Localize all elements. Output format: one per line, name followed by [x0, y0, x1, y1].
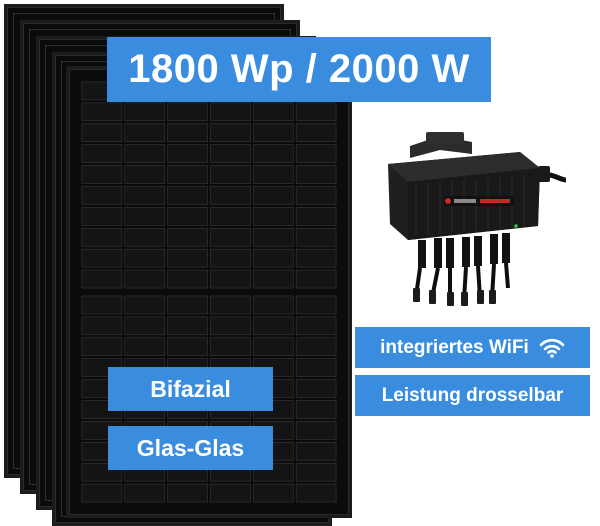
solar-cell [167, 186, 208, 205]
solar-cell [167, 316, 208, 336]
solar-cell [81, 123, 123, 143]
solar-cell [124, 248, 165, 268]
solar-cell [81, 316, 123, 336]
solar-cell [295, 462, 337, 482]
micro-inverter [380, 128, 580, 308]
solar-cell [253, 269, 294, 289]
solar-cell [81, 207, 123, 226]
solar-cell [124, 144, 165, 163]
glas-glas-label: Glas-Glas [136, 434, 245, 461]
solar-cell [167, 207, 208, 226]
solar-cell [295, 421, 337, 440]
solar-cell [124, 483, 165, 503]
solar-cell [295, 295, 337, 315]
solar-cell [81, 144, 123, 163]
solar-cell [295, 165, 337, 184]
solar-cell [295, 207, 337, 226]
solar-cell [295, 337, 337, 356]
solar-cell [167, 269, 208, 289]
solar-cell [295, 144, 337, 163]
bifazial-badge: Bifazial [108, 367, 273, 411]
solar-cell [124, 316, 165, 336]
solar-cell [253, 165, 294, 184]
solar-cell [124, 165, 165, 184]
solar-cell [167, 248, 208, 268]
solar-cell [81, 295, 123, 315]
solar-cell [253, 483, 294, 503]
solar-cell [167, 337, 208, 356]
solar-cell [210, 207, 251, 226]
solar-cell [167, 165, 208, 184]
solar-cell [124, 186, 165, 205]
solar-cell [253, 207, 294, 226]
solar-cell [124, 207, 165, 226]
solar-cell [81, 269, 123, 289]
solar-cell [81, 228, 123, 247]
solar-cell [295, 123, 337, 143]
solar-cell [253, 316, 294, 336]
solar-cell [210, 337, 251, 356]
wifi-label: integriertes WiFi [380, 336, 529, 358]
wifi-icon [539, 337, 565, 359]
solar-cell [210, 269, 251, 289]
solar-cell [295, 483, 337, 503]
solar-cell [253, 186, 294, 205]
headline-badge: 1800 Wp / 2000 W [107, 37, 491, 102]
bifazial-label: Bifazial [150, 375, 231, 402]
solar-cell [295, 248, 337, 268]
solar-cell [210, 144, 251, 163]
solar-cell [210, 165, 251, 184]
solar-cell [253, 144, 294, 163]
solar-cell [167, 228, 208, 247]
solar-cell [81, 248, 123, 268]
solar-cell [295, 269, 337, 289]
solar-cell [210, 186, 251, 205]
solar-cell [253, 102, 294, 122]
solar-cell [253, 295, 294, 315]
solar-cell [253, 123, 294, 143]
solar-cell [295, 358, 337, 377]
solar-cell [295, 102, 337, 122]
solar-cell [81, 186, 123, 205]
solar-cell [210, 483, 251, 503]
solar-cell [253, 228, 294, 247]
solar-cell [124, 337, 165, 356]
solar-cell [81, 337, 123, 356]
drosselbar-label: Leistung drosselbar [381, 384, 564, 406]
drosselbar-badge: Leistung drosselbar [355, 375, 590, 416]
solar-cell [210, 316, 251, 336]
headline-text: 1800 Wp / 2000 W [128, 47, 470, 91]
solar-cell [253, 248, 294, 268]
solar-cell [295, 400, 337, 419]
solar-cell [124, 102, 165, 122]
solar-cell [81, 102, 123, 122]
solar-cell [210, 102, 251, 122]
solar-cell [210, 123, 251, 143]
solar-cell [81, 165, 123, 184]
solar-cell [253, 337, 294, 356]
solar-cell [167, 123, 208, 143]
solar-cell [124, 269, 165, 289]
glas-glas-badge: Glas-Glas [108, 426, 273, 470]
solar-cell [167, 483, 208, 503]
solar-cell [295, 379, 337, 398]
solar-cell [295, 441, 337, 461]
solar-cell [124, 295, 165, 315]
solar-cell [295, 316, 337, 336]
solar-cell [295, 228, 337, 247]
wifi-badge: integriertes WiFi [355, 327, 590, 368]
solar-cell [210, 248, 251, 268]
solar-cell [210, 295, 251, 315]
solar-cell [81, 483, 123, 503]
solar-cell [167, 144, 208, 163]
solar-cell [210, 228, 251, 247]
solar-cell [124, 123, 165, 143]
solar-cell [295, 186, 337, 205]
solar-cell [167, 102, 208, 122]
solar-cell [124, 228, 165, 247]
solar-cell [167, 295, 208, 315]
